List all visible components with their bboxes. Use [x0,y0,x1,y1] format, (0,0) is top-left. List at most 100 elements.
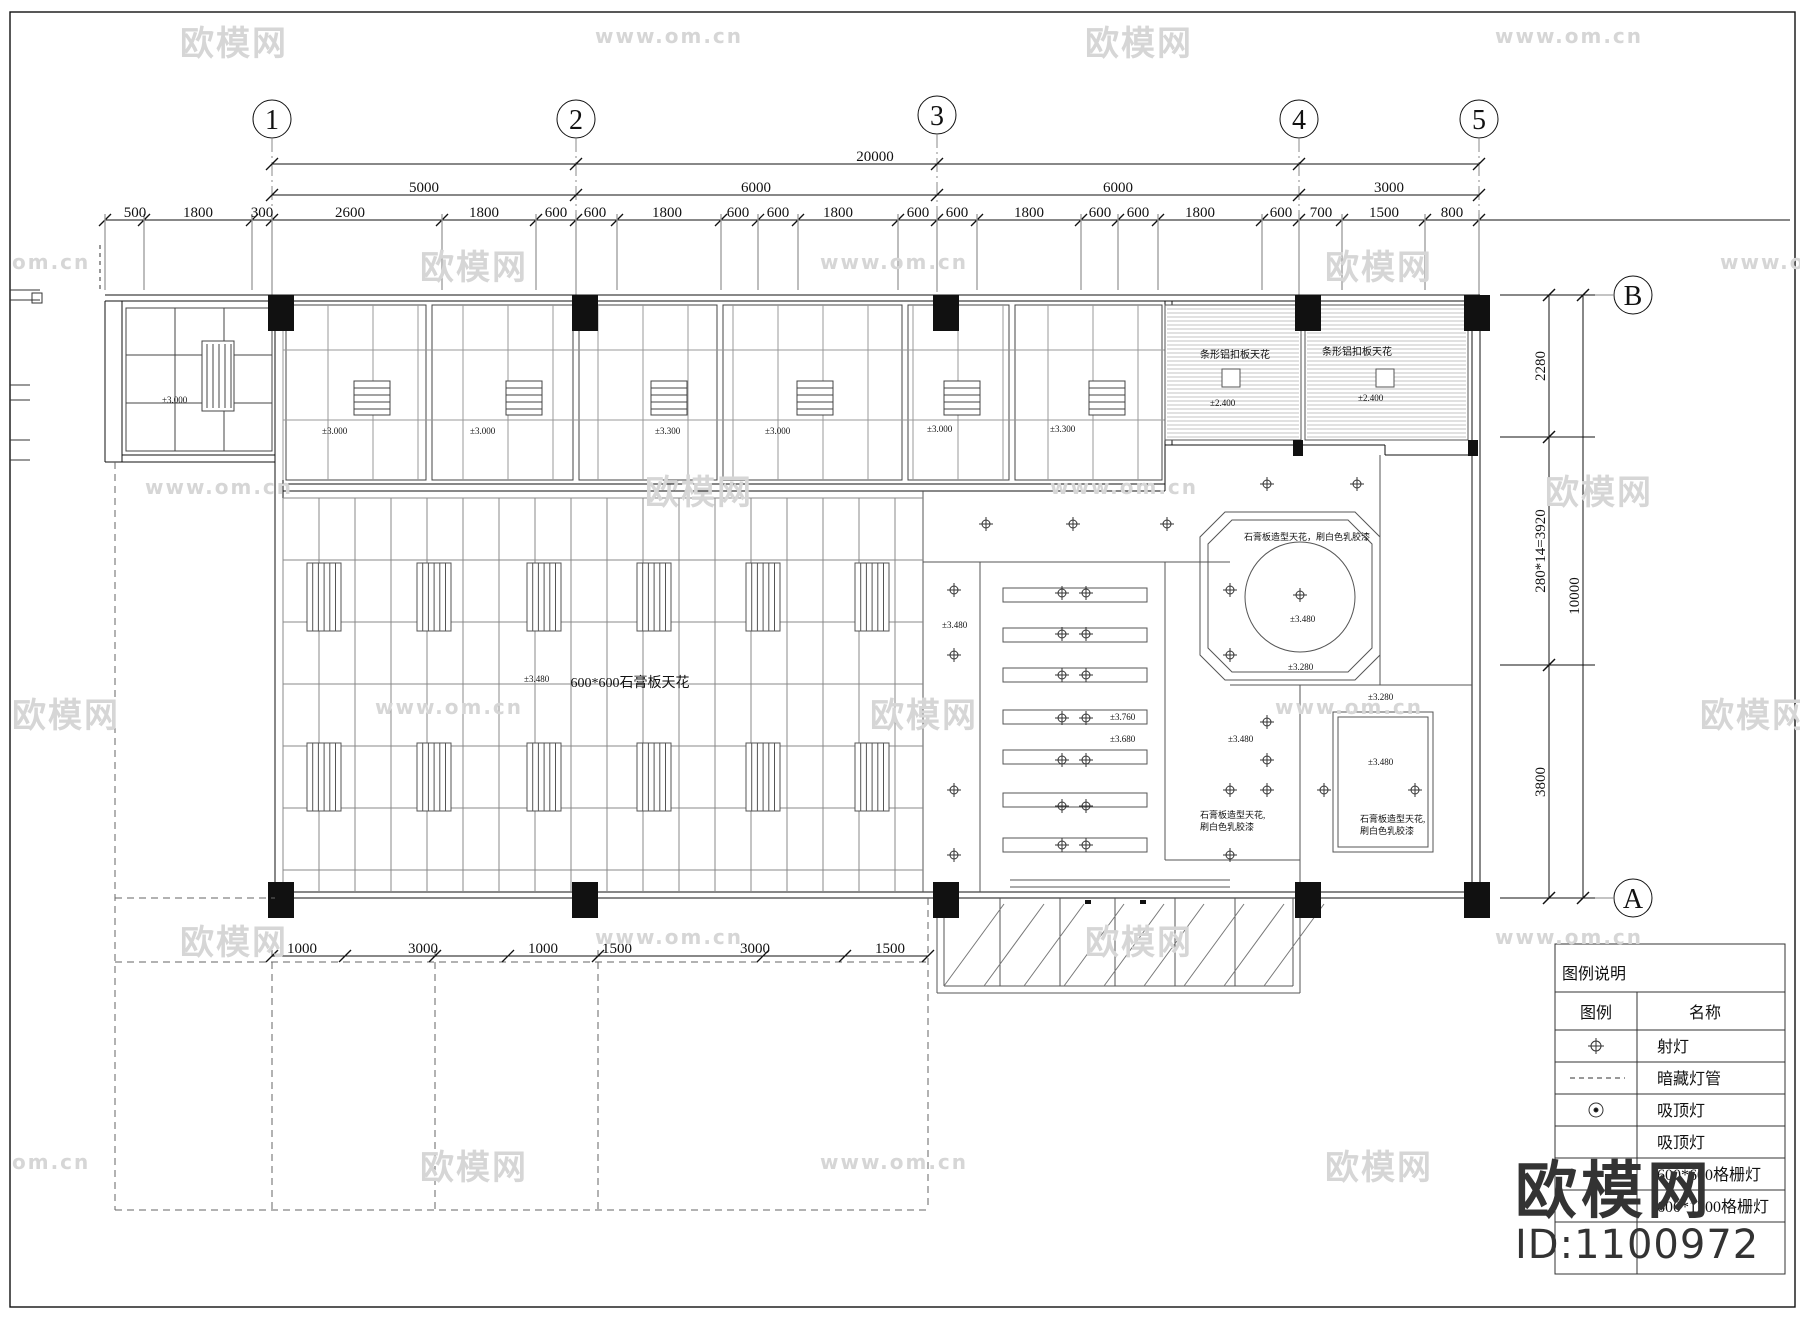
spotlight-icon [947,783,961,797]
spotlight-icon [1055,627,1069,641]
label-gypsum-center-1: 石膏板造型天花, [1200,809,1265,820]
hatch-line [1143,903,1205,987]
dim-bottom-value: 1000 [528,941,558,957]
elev-12: ±3.480 [1290,614,1316,624]
linear-light [1002,627,1148,643]
spotlight-icon [1223,648,1237,662]
spotlight-icon [947,583,961,597]
dim-bay-3: 6000 [1103,180,1133,196]
linear-light [1002,667,1148,683]
dim-tick [1472,157,1486,171]
dim-detail-value: 600 [1089,205,1112,221]
dim-detail-value: 1500 [1369,205,1399,221]
column [1464,295,1490,331]
spotlight-icon [1055,711,1069,725]
brand-id: ID:1100972 [1515,1222,1760,1268]
drawing-frame [9,11,1796,1308]
main-hall-ceiling [282,491,924,892]
elev-2: ±3.000 [322,426,348,436]
dim-tick [756,949,770,963]
dim-detail-value: 1800 [823,205,853,221]
legend-item-3: 吸顶灯 [1657,1102,1705,1120]
round-ceiling-frame [1199,511,1381,681]
dim-right-2: 280*14=3920 [1533,509,1549,592]
elev-11: ±3.480 [942,620,968,630]
hatch-line [983,903,1045,987]
grid-axis-bubbles: 1 2 3 4 5 B A [252,95,1653,918]
column [572,882,598,918]
dim-detail-value: 500 [124,205,147,221]
elev-9: ±2.400 [1358,393,1384,403]
dim-detail-value: 700 [1310,205,1333,221]
label-strip-ceiling-1: 条形铝扣板天花 [1200,348,1270,361]
spotlight-icon [1260,783,1274,797]
dim-tick [930,157,944,171]
label-gypsum-round: 石膏板造型天花，刷白色乳胶漆 [1244,531,1370,542]
left-edge-fragment [10,245,101,461]
right-dimension-lines: 2280 280*14=3920 3800 10000 [1500,288,1595,905]
label-gypsum-right-1: 石膏板造型天花, [1360,813,1425,824]
legend-item-4: 吸顶灯 [1657,1134,1705,1152]
legend-table: 图例说明 图例 名称 射灯 暗藏灯管 吸顶灯 吸顶灯 600*600格栅灯 60… [1554,943,1786,1275]
dim-detail-value: 1800 [1185,205,1215,221]
column [1295,295,1321,331]
spotlight-icon [1079,668,1093,682]
hatch-line [1063,903,1125,987]
spotlight-icon [1055,753,1069,767]
outdoor-dashed-area [114,462,929,1211]
column [933,295,959,331]
dim-detail-value: 1800 [652,205,682,221]
spotlight-icon [1055,586,1069,600]
dim-tick [1472,188,1486,202]
dim-detail-value: 300 [251,205,274,221]
hatch-line [1183,903,1245,987]
dim-bottom-value: 3000 [408,941,438,957]
dim-detail-value: 600 [1127,205,1150,221]
dim-bottom-value: 1000 [287,941,317,957]
spotlight-icon [1223,848,1237,862]
dim-total: 20000 [856,149,894,165]
dim-detail-value: 600 [727,205,750,221]
spotlight-icon [1079,838,1093,852]
dim-bay-4: 3000 [1374,180,1404,196]
elev-15: ±3.680 [1110,734,1136,744]
ceiling-annotations: 600*600石膏板天花 石膏板造型天花，刷白色乳胶漆 石膏板造型天花, 刷白色… [162,393,1425,836]
spotlight-icon [1350,477,1364,491]
elev-7: ±3.300 [1050,424,1076,434]
dim-tick [501,949,515,963]
dim-right-3: 3800 [1533,767,1549,797]
reception-area-ceiling [923,455,1472,994]
spotlight-icon [1408,783,1422,797]
grille-light [796,380,834,416]
dim-detail-value: 1800 [1014,205,1044,221]
dim-bay-1: 5000 [409,180,439,196]
elev-8: ±2.400 [1210,398,1236,408]
hatch-line [1103,903,1165,987]
spotlight-icon [1293,588,1307,602]
dim-tick [591,949,605,963]
dim-bottom-value: 3000 [740,941,770,957]
label-gypsum-right-2: 刷白色乳胶漆 [1360,825,1414,836]
strip-ceiling-rooms: 条形铝扣板天花 条形铝扣板天花 [1164,304,1478,456]
brand-watermark: 欧模网 [1515,1154,1714,1227]
structural-columns [268,295,1490,918]
office-room [431,304,574,481]
dim-right-1: 2280 [1533,351,1549,381]
column [1295,882,1321,918]
dim-tick [921,949,935,963]
dim-detail-value: 2600 [335,205,365,221]
axis-label-4: 4 [1292,105,1306,136]
axis-label-B: B [1624,281,1643,312]
dim-detail-value: 1800 [469,205,499,221]
linear-light [1002,837,1148,853]
label-main-ceiling: 600*600石膏板天花 [571,674,690,691]
linear-light [1002,749,1148,765]
spotlight-icon [1055,838,1069,852]
round-ceiling-feature [1244,541,1356,653]
column [268,882,294,918]
dim-tick [338,949,352,963]
hatch-line [1223,903,1285,987]
spotlight-icon [979,517,993,531]
